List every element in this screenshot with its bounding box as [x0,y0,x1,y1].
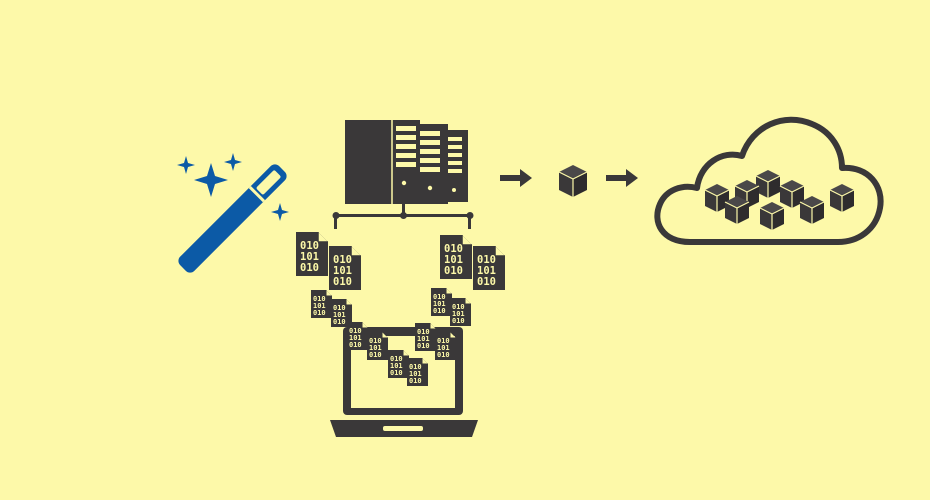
binary-file-icon [414,322,437,352]
sparkle-small-icon [224,153,242,171]
binary-file-icon [430,287,453,317]
server-rack-icon [345,120,468,204]
right-arrow-icon [500,169,532,187]
network-bus-icon [332,204,474,229]
sparkle-large-icon [194,163,228,197]
binary-file-icon [406,357,429,387]
binary-file-icon [310,289,333,319]
sparkle-small-icon [271,203,289,221]
binary-file-icon [439,234,473,280]
binary-file-icon [472,245,506,291]
cloud-icon [654,116,884,245]
magic-wand-icon [177,153,289,273]
cube-icon [558,165,588,197]
cube-cluster-icon [704,169,855,231]
binary-file-icon [449,297,472,327]
binary-file-icon [366,331,389,361]
binary-file-icon [346,321,369,351]
sparkle-small-icon [177,156,195,174]
binary-file-icon [434,331,457,361]
binary-file-icon [295,231,329,277]
binary-file-icon [387,349,410,379]
right-arrow-icon [606,169,638,187]
binary-file-icon [328,245,362,291]
